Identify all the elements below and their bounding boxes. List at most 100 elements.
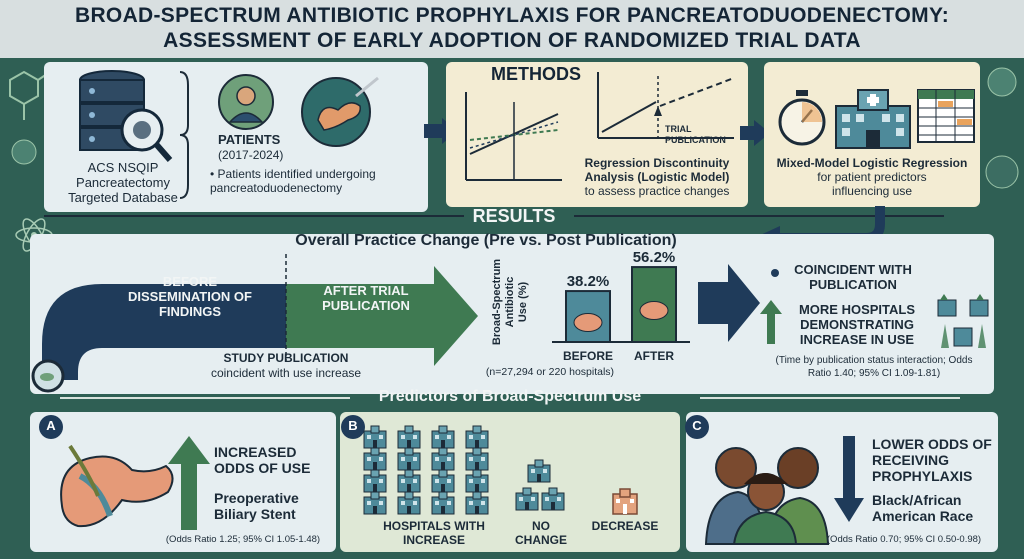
study-pub-sub: coincident with use increase: [210, 366, 362, 380]
timeline-arrow-icon: [42, 254, 478, 380]
y-axis-label-line-3: Use (%): [517, 281, 529, 322]
predictors-divider: [60, 397, 960, 399]
predictor-panel-b: [340, 412, 680, 552]
letter-a: A: [46, 418, 56, 433]
bracket-icon: [179, 71, 189, 199]
hospital-increase-7: [431, 447, 455, 471]
hospital-decrease-icon: [612, 488, 638, 515]
hospitals-no-change-grid: [515, 459, 565, 511]
predictor-c-headline: LOWER ODDS OF RECEIVING PROPHYLAXIS: [872, 436, 992, 484]
letter-c-badge: [685, 415, 709, 439]
methods-heading: METHODS: [491, 64, 581, 84]
hospital-increase-1: [363, 425, 387, 449]
mixed-line-3: influencing use: [831, 184, 913, 198]
hospital-increase-4: [465, 425, 489, 449]
patients-years: (2017-2024): [218, 148, 284, 162]
hospital-increase-9: [363, 469, 387, 493]
title-line-1: BROAD-SPECTRUM ANTIBIOTIC PROPHYLAXIS FO…: [75, 4, 949, 27]
hospital-increase-5: [363, 447, 387, 471]
molecule-decoration-left: [9, 70, 51, 165]
predictor-a-factor: Preoperative Biliary Stent: [214, 490, 299, 522]
magnifier-icon: [31, 359, 65, 393]
hospital-increase-15: [431, 491, 455, 515]
hospital-increase-14: [397, 491, 421, 515]
methods-arrow-2-icon: [740, 120, 770, 146]
patients-bullet: • Patients identified undergoing pancrea…: [210, 167, 420, 195]
coincident-label: COINCIDENT WITH PUBLICATION: [794, 262, 912, 292]
mixed-line-2: for patient predictors: [817, 170, 927, 184]
rd-description: Regression Discontinuity Analysis (Logis…: [564, 156, 750, 198]
hospital-increase-6: [397, 447, 421, 471]
predictor-a-stat: (Odds Ratio 1.25; 95% CI 1.05-1.48): [165, 534, 321, 545]
stopwatch-icon: [778, 90, 826, 146]
database-line-2: Pancreatectomy: [76, 175, 170, 190]
results-heading: RESULTS: [472, 206, 556, 226]
database-icon: [79, 70, 173, 162]
publication-label: PUBLICATION: [665, 135, 726, 145]
discontinuity-graph-icon: [597, 72, 735, 139]
rd-line-3: to assess practice changes: [584, 184, 730, 198]
letter-b: B: [348, 418, 358, 433]
letter-a-badge: [39, 415, 63, 439]
increase-label: HOSPITALS WITH INCREASE: [383, 519, 485, 547]
database-label: ACS NSQIP Pancreatectomy Targeted Databa…: [48, 160, 198, 205]
data-label-before: 38.2%: [567, 273, 610, 290]
bullet-dot: •: [210, 167, 218, 181]
overall-title: Overall Practice Change (Pre vs. Post Pu…: [295, 232, 677, 249]
increase-arrow-icon: [168, 436, 210, 530]
patients-bullet-text: Patients identified undergoing pancreato…: [210, 167, 376, 195]
predictor-c-stat: (Odds Ratio 0.70; 95% CI 0.50-0.98): [826, 534, 982, 545]
hospital-no-change-3: [541, 487, 565, 511]
letter-c: C: [692, 418, 702, 433]
database-line-1: ACS NSQIP: [87, 160, 159, 175]
category-label-before: BEFORE: [563, 349, 613, 363]
hospital-increase-10: [397, 469, 421, 493]
no-change-label: NO CHANGE: [514, 519, 567, 547]
category-label-after: AFTER: [634, 349, 674, 363]
study-pub-title: STUDY PUBLICATION: [223, 351, 349, 365]
study-publication: STUDY PUBLICATION coincident with use in…: [186, 351, 386, 381]
hospital-increase-2: [397, 425, 421, 449]
sample-size-note: (n=27,294 or 220 hospitals): [485, 366, 615, 378]
decrease-arrow-icon: [834, 436, 864, 522]
decrease-label: DECREASE: [591, 519, 659, 533]
pancreas-icon-1: [573, 313, 603, 333]
rd-line-1: Regression Discontinuity: [584, 156, 730, 170]
hospital-no-change-2: [515, 487, 539, 511]
y-axis-label-line-1: Broad-Spectrum: [491, 259, 503, 345]
predictor-c-factor: Black/African American Race: [872, 492, 974, 524]
hospital-increase-12: [465, 469, 489, 493]
title-line-2: ASSESSMENT OF EARLY ADOPTION OF RANDOMIZ…: [163, 29, 861, 52]
y-axis-label-line-2: Antibiotic: [504, 277, 516, 328]
after-label: AFTER TRIAL PUBLICATION: [322, 283, 410, 313]
hospital-increase-8: [465, 447, 489, 471]
database-line-3: Targeted Database: [68, 190, 178, 205]
predictor-a-headline: INCREASED ODDS OF USE: [214, 444, 311, 476]
data-label-after: 56.2%: [633, 249, 676, 266]
hospitals-increase-grid: [363, 425, 489, 515]
pancreas-surgery-icon: [301, 76, 379, 147]
before-label: BEFORE DISSEMINATION OF FINDINGS: [128, 274, 252, 319]
interaction-note: (Time by publication status interaction;…: [775, 355, 973, 379]
mixed-description: Mixed-Model Logistic Regression for pati…: [766, 156, 978, 198]
more-hospitals-label: MORE HOSPITALS DEMONSTRATING INCREASE IN…: [798, 302, 916, 347]
title-bar: BROAD-SPECTRUM ANTIBIOTIC PROPHYLAXIS FO…: [0, 0, 1024, 58]
hospital-increase-16: [465, 491, 489, 515]
up-arrow-icon: [760, 300, 782, 344]
hospital-no-change-1: [527, 459, 551, 483]
patient-icon: [218, 74, 274, 130]
hospital-increase-3: [431, 425, 455, 449]
pancreas-icon-2: [639, 301, 669, 321]
hospital-increase-11: [431, 469, 455, 493]
patients-label: PATIENTS: [218, 132, 281, 147]
trial-label: TRIAL: [665, 124, 692, 134]
hospital-icon: [835, 89, 911, 149]
hospitals-increase-icon: [937, 294, 989, 348]
molecule-decoration-right: [985, 67, 1019, 189]
hospital-increase-13: [363, 491, 387, 515]
pancreas-stent-icon: [60, 444, 174, 528]
bullet-dot-icon: [771, 269, 779, 277]
regression-graph-icon: [465, 92, 562, 181]
mixed-line-1: Mixed-Model Logistic Regression: [776, 156, 968, 170]
letter-b-badge: [341, 415, 365, 439]
